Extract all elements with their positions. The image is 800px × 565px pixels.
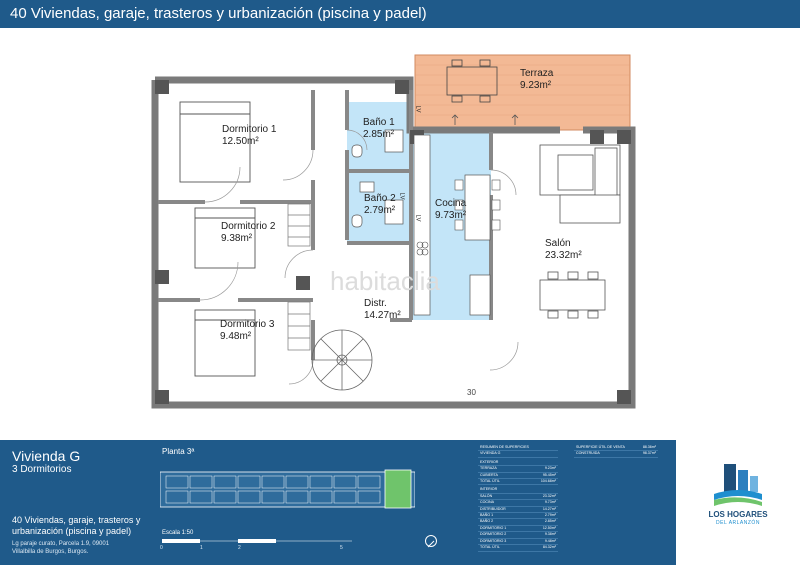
scale-label: Escala 1:50 [162, 530, 194, 536]
room-label-terraza: Terraza 9.23m² [520, 68, 553, 92]
watermark: habitaclia [330, 266, 440, 296]
project-name: 40 Viviendas, garaje, trasteros y urbani… [12, 515, 141, 536]
scale-tick: 5 [340, 545, 343, 551]
living-sofa [539, 144, 621, 224]
key-plan [160, 469, 415, 509]
scale-tick: 2 [238, 545, 241, 551]
room-label-dormitorio-1: Dormitorio 1 12.50m² [222, 124, 276, 148]
unit-name: Vivienda G [12, 448, 81, 464]
dimension-mark: 30 [467, 388, 476, 397]
address-line-1: Lg paraje curato, Parcela 1.9, 09001 [12, 541, 110, 547]
room-name: Dormitorio 3 [220, 319, 275, 330]
room-label-salon: Salón 23.32m² [545, 238, 582, 262]
dining-table [539, 271, 606, 319]
brand-logo: LOS HOGARES DEL ARLANZÓN [676, 440, 800, 565]
info-panel: Vivienda G 3 Dormitorios 40 Viviendas, g… [0, 440, 676, 565]
spiral-stair [311, 329, 373, 391]
floor-plan: habitaclia 30 Terraza 9.23m² Dormitorio … [0, 30, 800, 435]
terrace-area [414, 54, 631, 131]
room-area: 12.50m² [222, 136, 259, 147]
building-logo-icon [714, 464, 762, 506]
bedroom-count: 3 Dormitorios [12, 464, 72, 475]
room-name: Dormitorio 2 [221, 221, 276, 232]
room-name: Salón [545, 238, 571, 249]
bed-2 [194, 207, 256, 269]
surfaces-table-unit: VIVIENDA G [478, 451, 558, 458]
room-label-bano-2: Baño 2 2.79m² [364, 193, 396, 217]
room-label-cocina: Cocina 9.73m² [435, 198, 466, 222]
address: Lg paraje curato, Parcela 1.9, 09001 Vil… [12, 540, 162, 556]
room-label-dormitorio-3: Dormitorio 3 9.48m² [220, 319, 274, 343]
room-label-dormitorio-2: Dormitorio 2 9.38m² [221, 221, 275, 245]
floor-label: Planta 3ª [162, 447, 195, 456]
room-name: Dormitorio 1 [222, 124, 277, 135]
fixture-label: LV [414, 105, 421, 113]
bed-3 [194, 309, 256, 377]
fixture-label: LV [398, 192, 405, 200]
brand-subtitle: DEL ARLANZÓN [716, 520, 760, 526]
room-area: 2.79m² [364, 205, 396, 216]
room-area: 14.27m² [364, 310, 401, 321]
scale-tick: 1 [200, 545, 203, 551]
scale-ticks: 0 1 2 5 [160, 545, 360, 553]
room-area: 9.23m² [520, 80, 552, 91]
brand-name: LOS HOGARES [708, 510, 768, 519]
room-name: Distr. [364, 298, 387, 309]
room-name: Baño 1 [363, 117, 395, 128]
surfaces-exterior-heading: EXTERIOR [478, 460, 558, 467]
north-arrow-icon [425, 535, 437, 548]
room-area: 9.48m² [220, 331, 252, 342]
room-area: 2.85m² [363, 129, 395, 140]
scale-bar [162, 539, 352, 543]
bed-1 [179, 101, 251, 183]
room-name: Terraza [520, 68, 554, 79]
surfaces-interior-heading: INTERIOR [478, 487, 558, 494]
room-name: Baño 2 [364, 193, 396, 204]
room-label-bano-1: Baño 1 2.85m² [363, 117, 395, 141]
fixture-label: LV [414, 214, 421, 222]
room-name: Cocina [435, 198, 467, 209]
title-bar: 40 Viviendas, garaje, trasteros y urbani… [0, 0, 800, 28]
room-area: 9.38m² [221, 233, 253, 244]
floor-plan-drawing [151, 54, 636, 409]
surfaces-table-title: RESUMEN DE SUPERFICIES [478, 445, 558, 452]
scale-tick: 0 [160, 545, 163, 551]
room-label-distribuidor: Distr. 14.27m² [364, 298, 401, 322]
surfaces-table: RESUMEN DE SUPERFICIES VIVIENDA G EXTERI… [478, 445, 558, 552]
terrace-table [446, 59, 498, 103]
room-area: 23.32m² [545, 250, 582, 261]
room-area: 9.73m² [435, 210, 467, 221]
key-plan-highlight [384, 469, 412, 509]
address-line-2: Villalbilla de Burgos, Burgos. [12, 549, 89, 555]
project-title: 40 Viviendas, garaje, trasteros y urbani… [10, 5, 427, 22]
